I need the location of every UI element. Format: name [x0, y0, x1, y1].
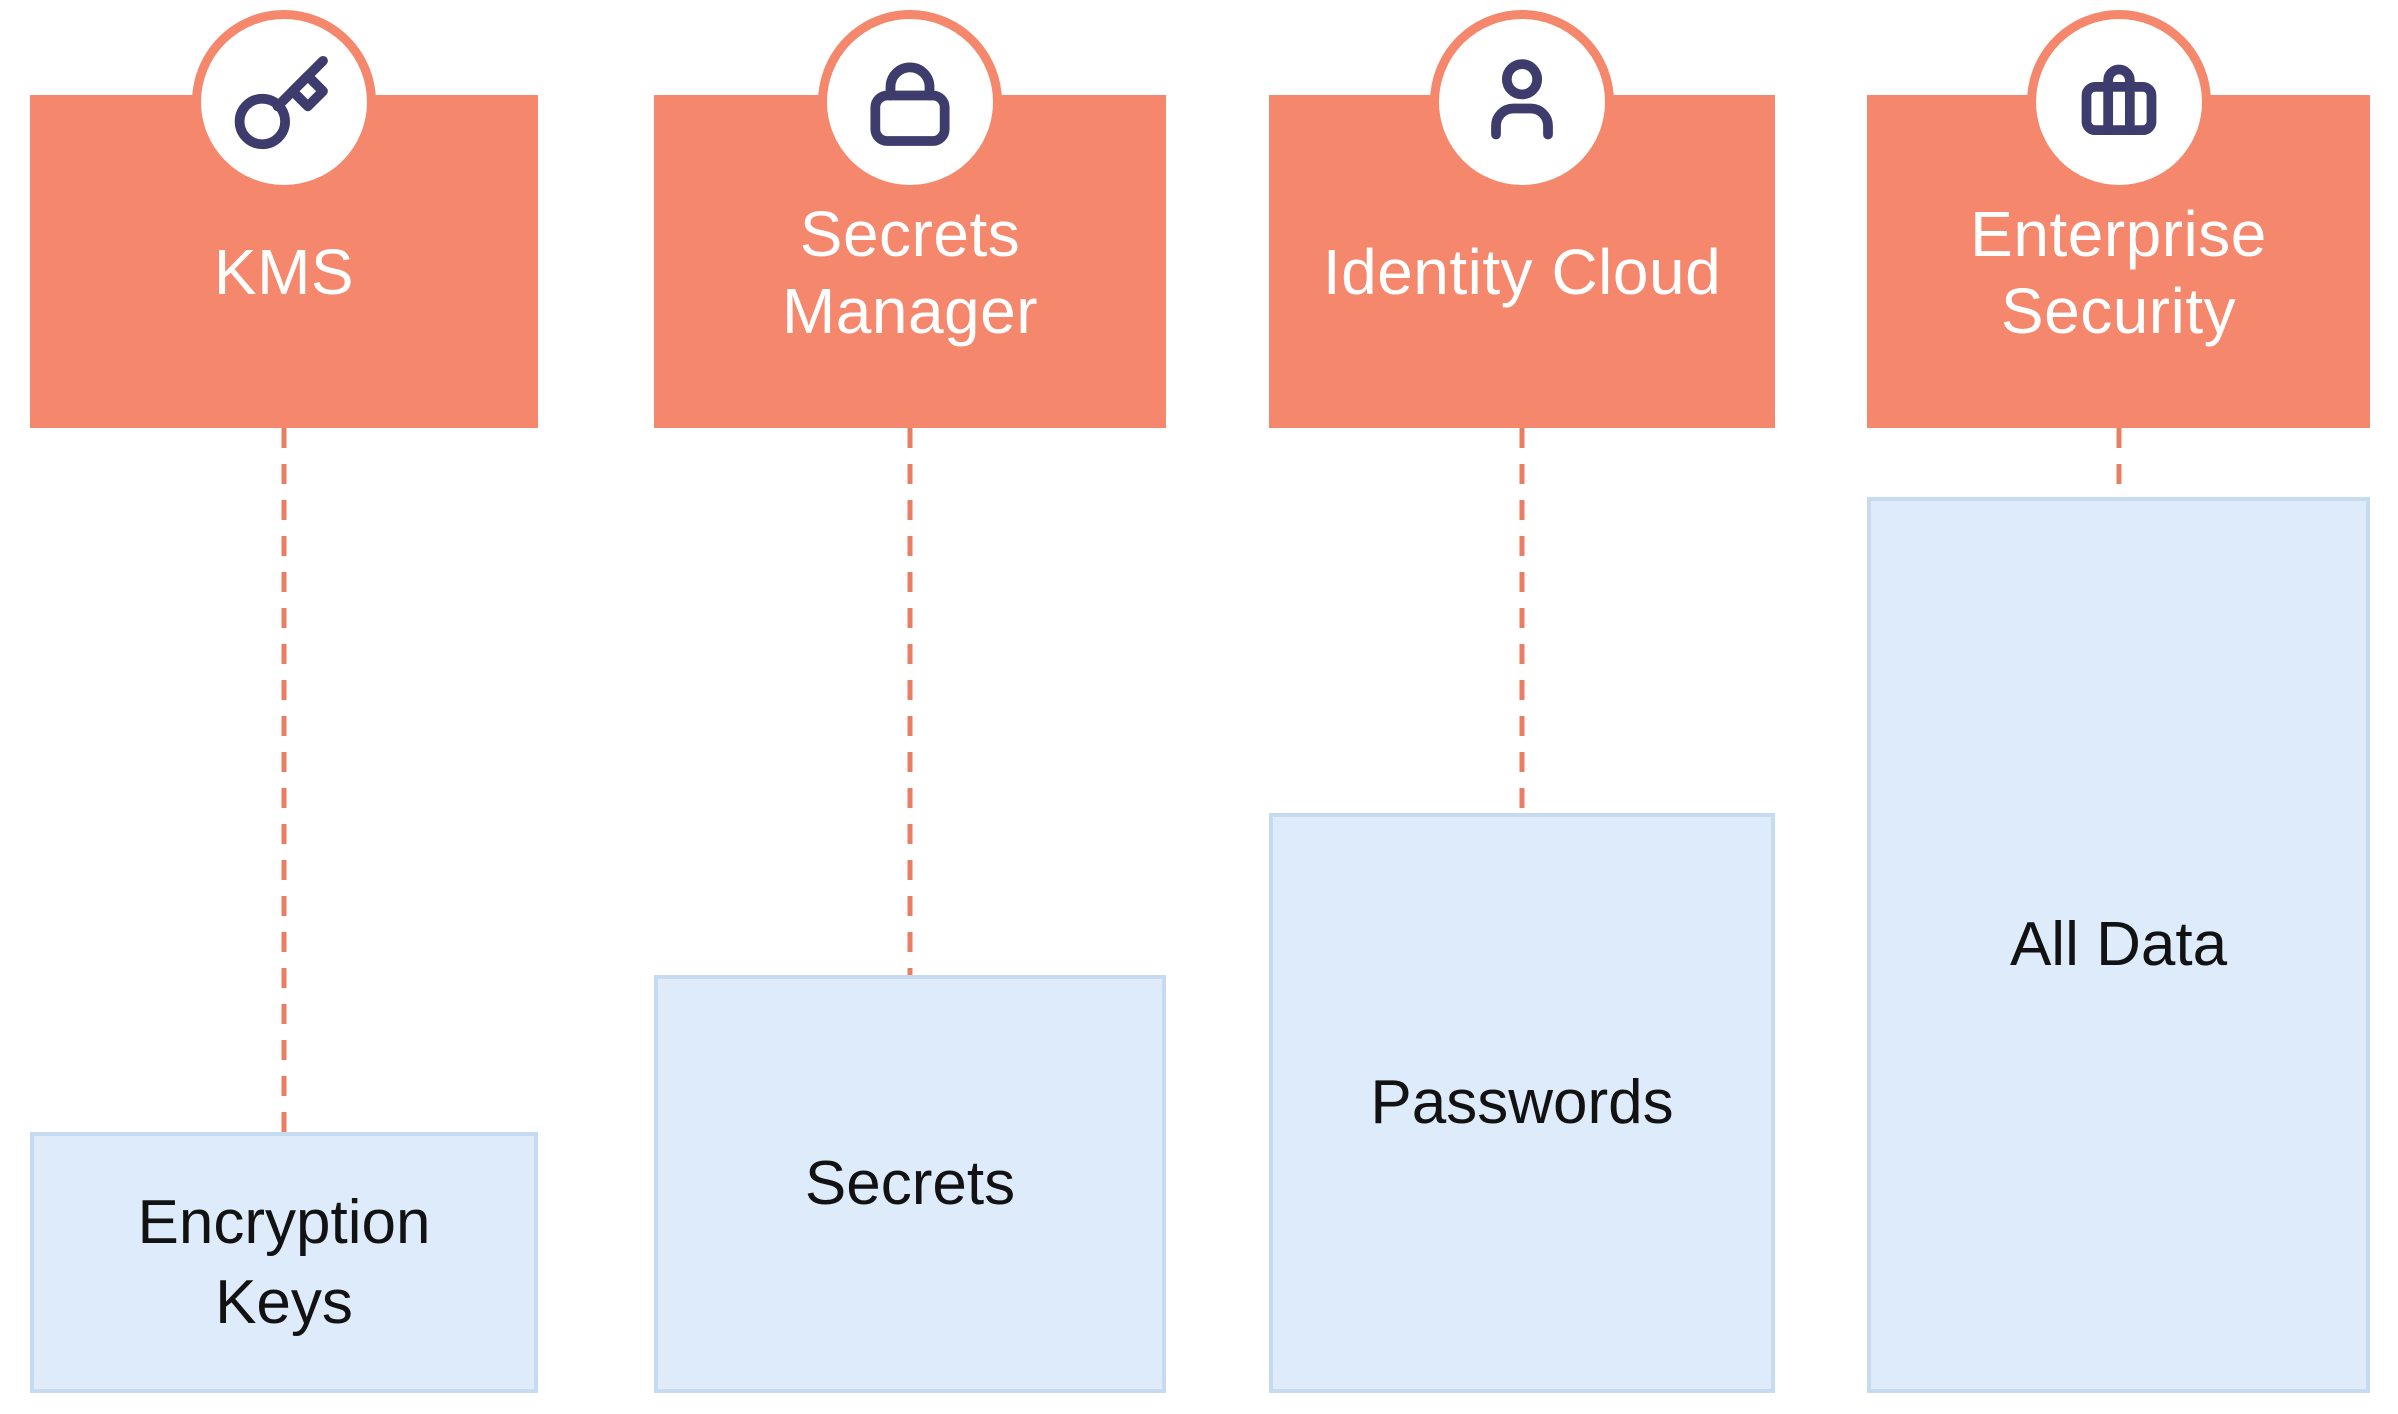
connector-dashed-line — [1519, 428, 1525, 813]
service-label: Secrets Manager — [781, 197, 1039, 347]
column-kms: KMS Encryption Keys — [30, 0, 538, 1414]
key-icon — [234, 55, 328, 150]
resource-label: Passwords — [1370, 1068, 1674, 1138]
connector-dashed-line — [2116, 428, 2121, 497]
service-label: Enterprise Security — [1970, 197, 2267, 347]
service-box-secrets-manager: Secrets Manager — [654, 95, 1166, 428]
resource-label: All Data — [2009, 910, 2228, 980]
service-label: KMS — [213, 236, 355, 309]
column-secrets-manager: Secrets Manager Secrets — [654, 0, 1166, 1414]
resource-box-all-data: All Data — [1867, 497, 2370, 1393]
service-box-identity-cloud: Identity Cloud — [1269, 95, 1775, 428]
resource-label: Encryption Keys — [137, 1188, 431, 1337]
resource-label: Secrets — [804, 1149, 1016, 1219]
service-badge — [2026, 10, 2211, 194]
resource-box-encryption-keys: Encryption Keys — [30, 1132, 538, 1393]
service-label: Identity Cloud — [1322, 236, 1722, 309]
column-enterprise-security: Enterprise Security All Data — [1867, 0, 2370, 1414]
connector-dashed-line — [907, 428, 913, 975]
person-icon — [1491, 59, 1553, 140]
lock-icon — [870, 62, 950, 146]
resource-box-passwords: Passwords — [1269, 813, 1775, 1393]
service-badge — [1430, 10, 1614, 194]
connector-dashed-line — [281, 428, 287, 1132]
service-badge — [818, 10, 1002, 194]
resource-box-secrets: Secrets — [654, 975, 1166, 1393]
column-identity-cloud: Identity Cloud Passwords — [1269, 0, 1775, 1414]
service-badge — [192, 10, 376, 194]
briefcase-icon — [2081, 64, 2156, 136]
